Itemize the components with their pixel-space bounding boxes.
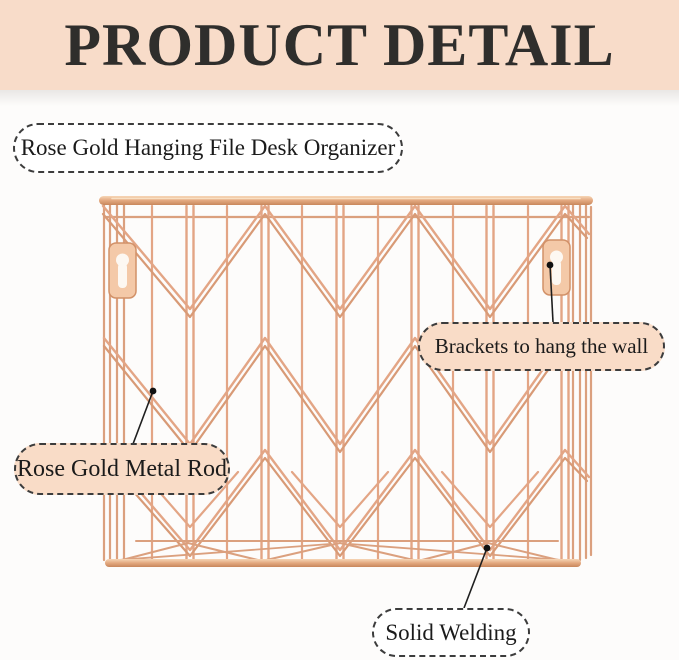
page-title: PRODUCT DETAIL <box>64 12 615 78</box>
callout-organizer: Rose Gold Hanging File Desk Organizer <box>13 123 403 173</box>
annotation-leaders <box>132 264 554 609</box>
callout-organizer-label: Rose Gold Hanging File Desk Organizer <box>20 135 396 160</box>
callout-brackets: Brackets to hang the wall <box>418 322 665 371</box>
leader-dot-brackets <box>546 261 554 269</box>
callout-welding-label: Solid Welding <box>385 619 517 645</box>
leader-line-rod <box>132 390 154 445</box>
title-banner: PRODUCT DETAIL <box>0 0 679 90</box>
callout-brackets-label: Brackets to hang the wall <box>434 334 649 358</box>
leader-dot-rod <box>149 387 157 395</box>
hanging-bracket-left <box>108 242 137 299</box>
hanging-bracket-right <box>542 239 571 296</box>
banner-shadow <box>0 90 679 106</box>
leader-line-brackets <box>549 264 554 323</box>
wire-basket <box>99 196 593 567</box>
callout-rod-label: Rose Gold Metal Rod <box>17 455 227 482</box>
leader-dot-welding <box>483 544 491 552</box>
leader-line-welding <box>463 547 488 609</box>
annotation-dots <box>149 261 554 552</box>
callout-rod: Rose Gold Metal Rod <box>14 443 230 495</box>
callout-welding: Solid Welding <box>372 608 530 657</box>
